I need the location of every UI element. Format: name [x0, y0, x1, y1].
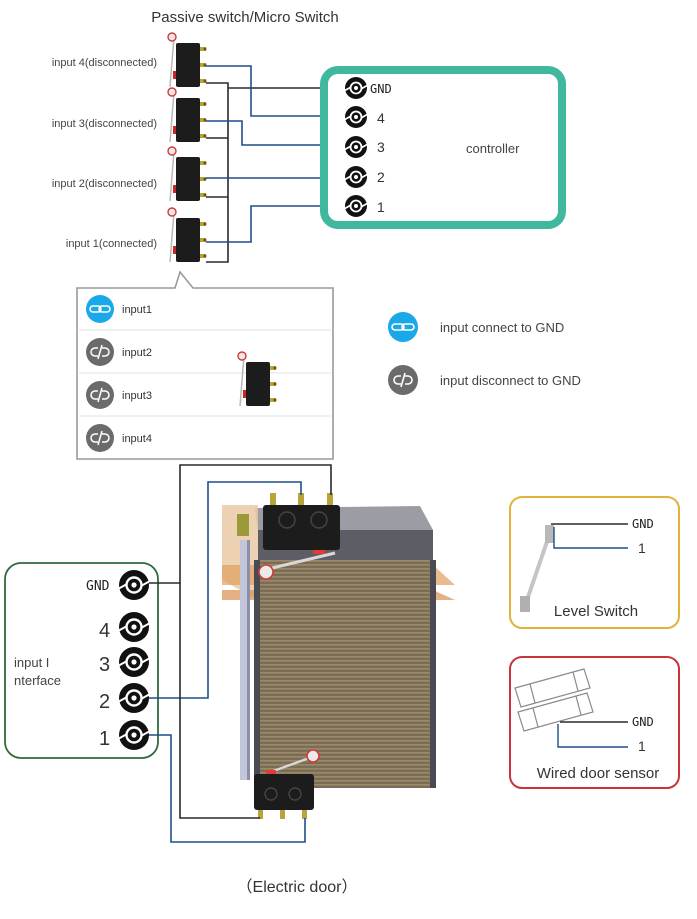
- diagram-title: Passive switch/Micro Switch: [151, 9, 339, 26]
- interface-label-3: 3: [99, 654, 110, 676]
- link-icon: [86, 295, 114, 323]
- status-item-input1: input1: [86, 295, 152, 323]
- svg-text:input1: input1: [122, 304, 152, 316]
- legend-disconnected: input disconnect to GND: [388, 365, 581, 395]
- svg-text:input disconnect to GND: input disconnect to GND: [440, 373, 581, 388]
- micro-switch-input4: [167, 32, 208, 88]
- micro-switch-input2: [167, 146, 208, 202]
- switch-label-input3: input 3(disconnected): [52, 118, 157, 130]
- door-wires: [149, 464, 332, 843]
- status-item-input2: input2: [86, 338, 152, 366]
- interface-label-1: 1: [99, 728, 110, 750]
- interface-label-2: 2: [99, 691, 110, 713]
- level-input-wire: [553, 527, 628, 549]
- svg-text:input2: input2: [122, 347, 152, 359]
- svg-text:input4: input4: [122, 433, 152, 445]
- legend-connected: input connect to GND: [388, 312, 564, 342]
- switch-label-input1: input 1(connected): [66, 238, 157, 250]
- controller-label-1: 1: [377, 199, 385, 215]
- input-wires: [206, 65, 345, 243]
- svg-text:input3: input3: [122, 390, 152, 402]
- micro-switch-input3: [167, 87, 208, 143]
- door-top-micro-switch: [258, 493, 340, 580]
- interface-label-gnd: GND: [86, 579, 110, 594]
- switch-label-input4: input 4(disconnected): [52, 57, 157, 69]
- micro-switch-input1: [167, 207, 208, 263]
- interface-label-4: 4: [99, 620, 110, 642]
- controller-label-gnd: GND: [370, 82, 392, 96]
- controller-label-3: 3: [377, 139, 385, 155]
- status-item-input3: input3: [86, 381, 152, 409]
- input-interface-box: [4, 562, 159, 759]
- electric-door: [222, 505, 455, 788]
- door-sensor-label-gnd: GND: [632, 715, 654, 729]
- controller-box: [320, 66, 566, 229]
- controller-label-2: 2: [377, 169, 385, 185]
- electric-door-caption: （Electric door）: [237, 878, 358, 896]
- interface-label-line1: input I: [14, 655, 49, 670]
- door-sensor-label: Wired door sensor: [537, 765, 660, 782]
- switch-label-input2: input 2(disconnected): [52, 178, 157, 190]
- status-panel: [76, 270, 334, 460]
- door-sensor-magnets: [514, 668, 594, 732]
- level-switch-label: Level Switch: [554, 603, 638, 620]
- level-switch-sensor: [520, 525, 554, 612]
- door-bottom-micro-switch: [254, 749, 320, 819]
- door-sensor-label-1: 1: [638, 738, 646, 754]
- controller-label-4: 4: [377, 110, 385, 126]
- status-item-input4: input4: [86, 424, 152, 452]
- door-sensor-input-wire: [557, 724, 628, 748]
- svg-text:input connect to GND: input connect to GND: [440, 320, 564, 335]
- interface-label-line2: nterface: [14, 673, 61, 688]
- controller-label: controller: [466, 141, 520, 156]
- level-label-1: 1: [638, 540, 646, 556]
- level-label-gnd: GND: [632, 517, 654, 531]
- link-icon: [388, 312, 418, 342]
